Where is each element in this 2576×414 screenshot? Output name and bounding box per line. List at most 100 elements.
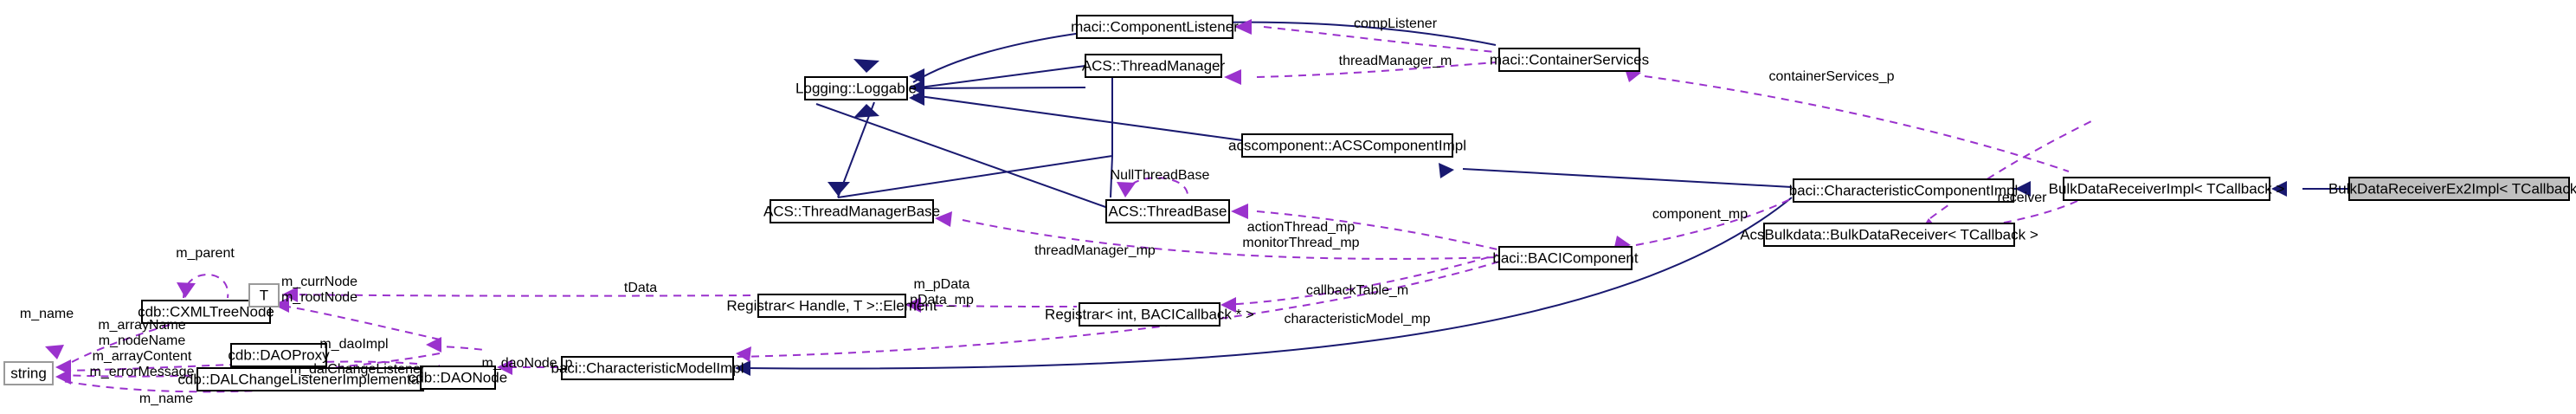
class-node-bdrEx2Impl[interactable]: BulkDataReceiverEx2Impl< TCallback > [2328,177,2576,201]
class-node-box-stringNode[interactable] [3,361,54,385]
class-node-daoNode[interactable]: cdb::DAONode [409,365,507,390]
edge-threadmanagerbase-loggable [837,101,875,198]
edge-registrarbaci-baci [1221,254,1498,306]
edge-label-actionThreadMp-lbl: actionThread_mp [1247,220,1356,235]
class-node-box-compListener[interactable] [1076,15,1233,39]
class-node-label-acsComponentImpl: acscomponent::ACSComponentImpl [1228,137,1466,153]
edge-label-callbackTableM-lbl: callbackTable_m [1306,283,1408,298]
class-node-box-tparam[interactable] [248,283,280,307]
edge-label-mParent-lbl: m_parent [176,246,235,261]
class-node-box-cxmlTreeNode[interactable] [141,300,271,324]
class-node-label-tparam: T [260,287,268,303]
class-node-containerServices[interactable]: maci::ContainerServices [1490,48,1649,72]
class-node-box-bdrImpl[interactable] [2063,177,2270,201]
class-node-box-threadManager[interactable] [1085,54,1222,78]
class-node-box-threadBase[interactable] [1105,199,1230,223]
edge-threadmanager-fork-2 [1110,155,1113,198]
class-node-threadBase[interactable]: ACS::ThreadBase [1105,199,1230,223]
edge-label-mErrorMessage-lbl: m_errorMessage [90,365,195,379]
inheritance-edges [744,21,2349,370]
arrowhead-inherit-loggable-top [853,59,879,73]
class-node-dalChangeListener[interactable]: cdb::DALChangeListenerImplementation [177,367,443,391]
class-node-charCompImpl[interactable]: baci::CharacteristicComponentImpl [1789,178,2019,203]
edge-labels: compListenerthreadManager_mcontainerServ… [20,16,2047,406]
edge-label-monitorThreadMp-lbl: monitorThread_mp [1242,236,1359,250]
edge-tparam-registrar [285,294,756,297]
edge-registrarelem-registrarbaci [906,304,1078,307]
class-node-stringNode[interactable]: string [3,361,54,385]
class-node-box-bulkDataReceiver[interactable] [1763,223,2015,247]
edge-loggable-threadmanager-2 [912,87,1086,89]
class-node-daoProxy[interactable]: cdb::DAOProxy [228,343,330,367]
class-node-label-daoNode: cdb::DAONode [409,369,507,385]
edge-label-mDalChangeListener-lbl: m_dalChangeListener [290,362,426,377]
class-node-baciComponent[interactable]: baci::BACIComponent [1492,246,1639,270]
edge-threadbase-baci [1256,210,1498,250]
class-node-box-dalChangeListener[interactable] [196,367,424,391]
class-node-cxmlTreeNode[interactable]: cdb::CXMLTreeNode [138,300,274,324]
arrowhead-usage-threadbase [1231,204,1248,219]
class-node-threadManager[interactable]: ACS::ThreadManager [1082,54,1226,78]
class-node-box-baciComponent[interactable] [1498,246,1633,270]
edge-daoproxy-cxmltreenode [276,304,441,340]
class-node-box-registrarElement[interactable] [757,294,906,318]
class-node-box-registrarBaci[interactable] [1079,302,1220,327]
class-node-label-loggable: Logging::Loggable [795,80,917,96]
edge-label-characteristicModelMp-lbl: characteristicModel_mp [1285,312,1431,327]
class-node-registrarElement[interactable]: Registrar< Handle, T >::Element [726,294,937,318]
class-node-box-acsComponentImpl[interactable] [1241,133,1453,158]
class-node-label-registrarBaci: Registrar< int, BACICallback * > [1045,306,1254,322]
class-node-label-bulkDataReceiver: AcsBulkdata::BulkDataReceiver< TCallback… [1740,226,2038,243]
arrowhead-usage-nullthreadbase [1117,182,1136,197]
class-node-threadManagerBase[interactable]: ACS::ThreadManagerBase [763,199,940,223]
edge-label-componentMp-lbl: component_mp [1652,207,1748,222]
edge-threadmanagerbase-baci [962,219,1498,260]
edge-label-threadManagerM-lbl: threadManager_m [1339,54,1452,68]
arrowhead-usage-tparam [282,287,298,302]
arrowhead-inherit-loggable-bot [853,104,879,118]
class-node-label-bdrImpl: BulkDataReceiverImpl< TCallback > [2049,180,2285,197]
edge-label-mArrayName-lbl: m_arrayName [98,318,185,333]
arrowhead-usage-string-c [55,369,71,385]
class-node-box-daoProxy[interactable] [230,343,327,367]
edge-cxmltreenode-string [61,324,171,368]
edge-loggable-acscomponentimpl [912,94,1243,141]
class-node-charModelImpl[interactable]: baci::CharacteristicModelImpl [551,356,744,380]
class-node-bulkDataReceiver[interactable]: AcsBulkdata::BulkDataReceiver< TCallback… [1740,223,2038,247]
class-node-box-threadManagerBase[interactable] [770,199,934,223]
arrowhead-inherit-charmodelimpl [735,360,750,376]
arrowhead-usage-registrarelem [905,297,921,313]
edge-label-mNodeName-lbl: m_nodeName [99,333,186,348]
class-node-tparam[interactable]: T [248,283,280,307]
class-node-label-threadManagerBase: ACS::ThreadManagerBase [763,203,940,219]
class-node-box-daoNode[interactable] [420,365,496,390]
edge-label-mPData-lbl: m_pData [914,277,970,292]
class-node-box-charCompImpl[interactable] [1793,178,2014,203]
class-node-box-bdrEx2Impl[interactable] [2348,177,2570,201]
class-node-box-containerServices[interactable] [1498,48,1640,72]
arrowhead-inherit-acscomponentimpl [1439,163,1454,178]
class-node-loggable[interactable]: Logging::Loggable [795,76,917,100]
class-node-compListener[interactable]: maci::ComponentListener [1071,15,1239,39]
class-node-acsComponentImpl[interactable]: acscomponent::ACSComponentImpl [1228,133,1466,158]
class-node-bdrImpl[interactable]: BulkDataReceiverImpl< TCallback > [2049,177,2285,201]
class-node-box-loggable[interactable] [804,76,908,100]
edge-label-receiver-lbl: receiver [1998,191,2048,205]
edge-charmodelimpl-charcompimpl [744,197,1793,370]
class-node-label-charCompImpl: baci::CharacteristicComponentImpl [1789,182,2019,198]
class-node-label-threadBase: ACS::ThreadBase [1108,203,1227,219]
arrowheads [45,19,2287,385]
arrowhead-inherit-loggable-a [909,68,924,84]
class-nodes: maci::ComponentListenermaci::ContainerSe… [3,15,2576,391]
arrowhead-usage-daonode [497,359,512,375]
edge-complistener-containerservices [1263,26,1497,53]
class-node-registrarBaci[interactable]: Registrar< int, BACICallback * > [1045,302,1254,327]
edge-loggable-threadmanager [912,65,1086,89]
edge-containerservices-charcompimpl [1644,75,2070,172]
class-node-label-registrarElement: Registrar< Handle, T >::Element [726,297,937,314]
arrowhead-usage-threadmanagerbase [935,211,952,227]
arrowhead-inherit-charcompimpl [2015,181,2031,197]
arrowhead-usage-threadmanager [1224,69,1241,85]
class-node-box-charModelImpl[interactable] [561,356,734,380]
